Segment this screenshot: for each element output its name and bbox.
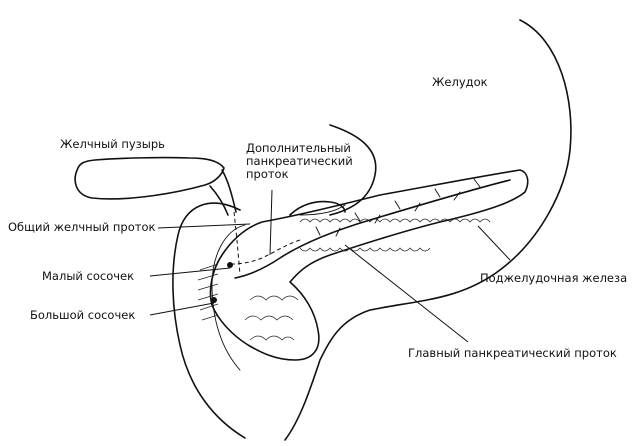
stomach-lesser-curve — [329, 124, 377, 216]
minor-papilla-dot — [227, 262, 233, 268]
duodenum-outline — [172, 202, 246, 439]
papilla-hatching — [197, 263, 219, 321]
leader-major-papilla — [149, 302, 215, 316]
label-major-papilla: Большой сосочек — [30, 308, 136, 322]
pancreas-lobule-texture-2 — [299, 247, 431, 252]
pyloric-detail — [289, 200, 346, 216]
label-gallbladder: Желчный пузырь — [60, 137, 165, 151]
label-common-bile-duct: Общий желчный проток — [8, 220, 156, 234]
label-pancreas: Поджелудочная железа — [480, 271, 628, 285]
duodenum-inner — [211, 224, 246, 371]
common-bile-duct-line — [233, 211, 241, 276]
gallbladder-outline — [74, 156, 225, 200]
cystic-duct-2 — [209, 185, 229, 216]
stomach-outline — [284, 19, 572, 441]
cystic-duct — [221, 169, 237, 213]
major-papilla-dot — [211, 297, 217, 303]
label-main-duct: Главный панкреатический проток — [408, 346, 617, 360]
main-duct-branches — [315, 178, 481, 237]
pancreas-head-lobules — [244, 295, 299, 341]
label-stomach: Желудок — [432, 75, 488, 89]
leader-main-duct — [344, 244, 469, 343]
leader-accessory-duct — [269, 189, 273, 256]
accessory-duct — [231, 239, 301, 265]
leader-minor-papilla — [149, 267, 231, 277]
pancreas-outline — [209, 169, 529, 361]
main-pancreatic-duct — [234, 179, 511, 279]
label-accessory-duct: Дополнительный панкреатический проток — [246, 141, 353, 181]
label-minor-papilla: Малый сосочек — [42, 269, 135, 283]
leader-pancreas — [477, 225, 511, 261]
stomach-pylorus-edge — [299, 204, 346, 216]
pancreas-lobule-texture — [299, 218, 491, 223]
leader-common-bile-duct — [157, 223, 251, 229]
